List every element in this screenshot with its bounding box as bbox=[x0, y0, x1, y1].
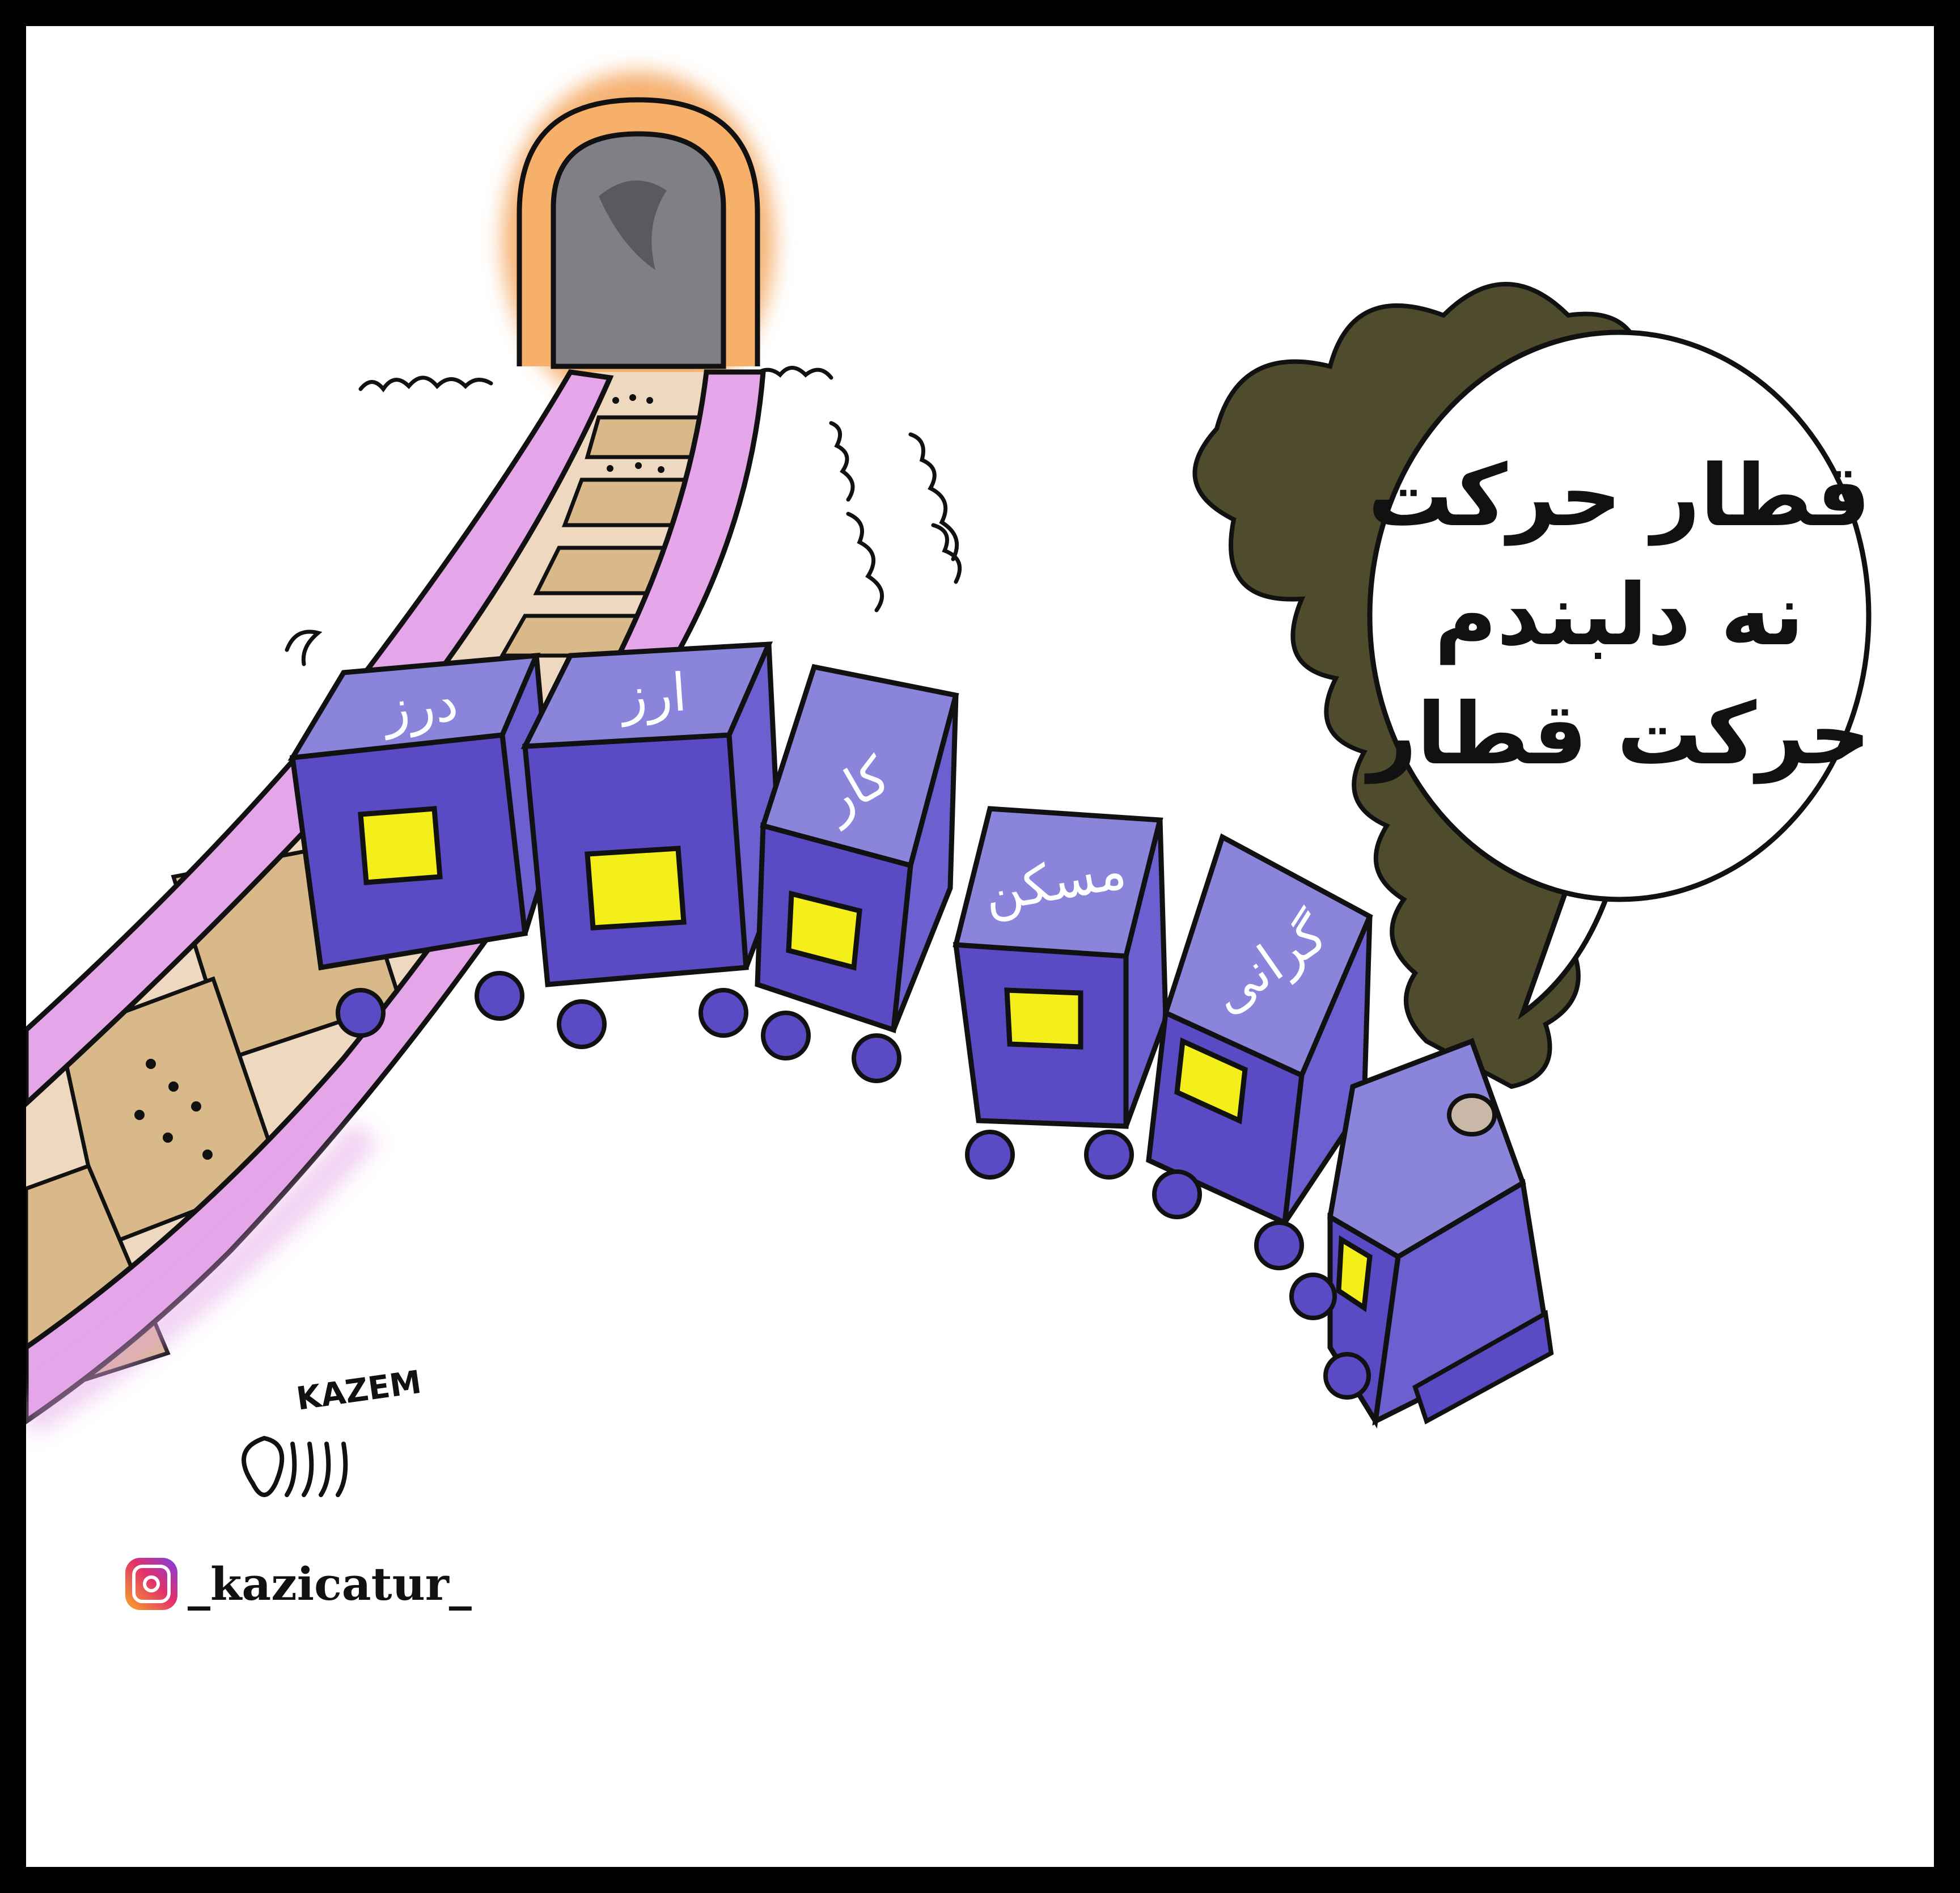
bubble-line-3: حرکت قطار bbox=[1364, 685, 1871, 784]
instagram-credit: _kazicatur_ bbox=[125, 1557, 472, 1611]
car-label-1: درز bbox=[379, 672, 461, 740]
instagram-icon bbox=[125, 1558, 177, 1610]
train-car-2: ارز bbox=[520, 641, 783, 1049]
train-car-4: مسکن bbox=[953, 806, 1169, 1180]
artist-signature: KAZEM bbox=[242, 1364, 424, 1497]
train-car-3: کار bbox=[755, 664, 959, 1083]
tunnel bbox=[502, 71, 774, 412]
bubble-line-1: قطار حرکت bbox=[1368, 447, 1871, 546]
signature-text: KAZEM bbox=[294, 1364, 424, 1418]
cartoon-frame: درز ارز کار bbox=[26, 26, 1934, 1867]
locomotive bbox=[1289, 1038, 1554, 1429]
cartoon-scene: درز ارز کار bbox=[26, 71, 1872, 1497]
car-label-2: ارز bbox=[617, 662, 689, 727]
instagram-handle: _kazicatur_ bbox=[188, 1557, 472, 1611]
bubble-line-2: نه دلبندم bbox=[1434, 566, 1804, 665]
headlight-icon bbox=[1447, 1093, 1497, 1136]
train-car-5: گرانی bbox=[1146, 833, 1373, 1270]
mountain-ridge bbox=[285, 366, 962, 666]
speech-bubble: قطار حرکت نه دلبندم حرکت قطار bbox=[1364, 329, 1872, 1020]
